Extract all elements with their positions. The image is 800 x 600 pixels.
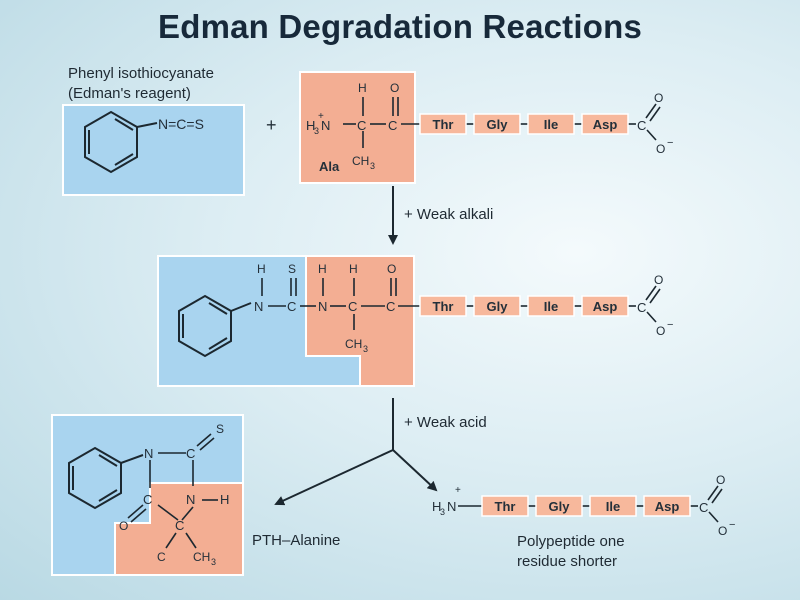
residue-box bbox=[527, 113, 575, 135]
residue-label: Thr bbox=[433, 117, 454, 132]
svg-text:CH: CH bbox=[193, 550, 210, 564]
page-title: Edman Degradation Reactions bbox=[158, 8, 642, 45]
svg-text:C: C bbox=[386, 299, 395, 314]
step1-label: + Weak alkali bbox=[404, 206, 494, 223]
peptide-chain-2: Thr Gly Ile Asp C O O − bbox=[398, 273, 673, 338]
svg-text:C: C bbox=[287, 299, 296, 314]
reagent-box bbox=[62, 104, 245, 196]
residue-box bbox=[589, 495, 637, 517]
svg-text:H: H bbox=[349, 262, 358, 276]
svg-text:H: H bbox=[220, 492, 229, 507]
residue-box bbox=[643, 495, 691, 517]
svg-text:N: N bbox=[321, 118, 330, 133]
svg-text:CH: CH bbox=[352, 154, 369, 168]
svg-text:C: C bbox=[699, 500, 708, 515]
svg-text:O: O bbox=[656, 142, 665, 156]
ptc-peptide-boxes bbox=[157, 255, 415, 387]
svg-text:N: N bbox=[447, 499, 456, 514]
residue-label: Thr bbox=[495, 499, 516, 514]
svg-text:−: − bbox=[667, 319, 673, 331]
svg-text:C: C bbox=[348, 299, 357, 314]
residue-box bbox=[527, 295, 575, 317]
svg-text:N: N bbox=[318, 299, 327, 314]
pth-salmon-region bbox=[114, 482, 244, 576]
svg-text:+: + bbox=[455, 485, 461, 496]
svg-text:C: C bbox=[357, 118, 366, 133]
svg-text:C: C bbox=[157, 550, 166, 564]
svg-text:3: 3 bbox=[211, 557, 216, 567]
residue-box bbox=[581, 295, 629, 317]
svg-text:O: O bbox=[387, 262, 396, 276]
svg-text:O: O bbox=[716, 473, 725, 487]
svg-text:O: O bbox=[718, 524, 727, 538]
svg-text:C: C bbox=[175, 518, 184, 533]
residue-box bbox=[473, 113, 521, 135]
svg-text:3: 3 bbox=[370, 161, 375, 171]
alanine-label: Ala bbox=[319, 159, 340, 174]
residue-label: Asp bbox=[593, 299, 618, 314]
residue-label: Asp bbox=[655, 499, 680, 514]
svg-text:−: − bbox=[729, 519, 735, 531]
residue-box bbox=[481, 495, 529, 517]
svg-text:C: C bbox=[186, 446, 195, 461]
residue-label: Ile bbox=[544, 299, 558, 314]
svg-text:3: 3 bbox=[363, 344, 368, 354]
residue-label: Ile bbox=[606, 499, 620, 514]
residue-label: Thr bbox=[433, 299, 454, 314]
peptide-chain-1: Thr Gly Ile Asp C O O − bbox=[401, 91, 673, 156]
svg-text:H: H bbox=[306, 118, 315, 133]
residue-label: Gly bbox=[487, 299, 509, 314]
residue-label: Gly bbox=[487, 117, 509, 132]
step2-label: + Weak acid bbox=[404, 414, 487, 431]
svg-text:N: N bbox=[144, 446, 153, 461]
residue-box bbox=[419, 295, 467, 317]
residue-box bbox=[535, 495, 583, 517]
residue-label: Asp bbox=[593, 117, 618, 132]
svg-text:O: O bbox=[656, 324, 665, 338]
svg-text:3: 3 bbox=[314, 126, 319, 136]
isothiocyanate-group: N=C=S bbox=[158, 116, 204, 132]
svg-text:CH: CH bbox=[345, 337, 362, 351]
svg-text:+: + bbox=[318, 111, 324, 122]
product-peptide-line2: residue shorter bbox=[517, 553, 618, 570]
reagent-name: Phenyl isothiocyanate bbox=[68, 65, 214, 82]
svg-text:O: O bbox=[119, 519, 128, 533]
svg-text:−: − bbox=[667, 137, 673, 149]
alanine-box bbox=[299, 71, 416, 184]
svg-text:N: N bbox=[254, 299, 263, 314]
ptc-salmon-region bbox=[305, 255, 415, 387]
product-peptide-line1: Polypeptide one bbox=[517, 533, 625, 550]
benzene-ring-icon bbox=[178, 294, 252, 358]
svg-text:S: S bbox=[288, 262, 296, 276]
svg-text:3: 3 bbox=[440, 507, 445, 517]
product-peptide-chain: + H 3 N Thr Gly Ile Asp C O O − bbox=[432, 473, 735, 538]
benzene-ring-icon bbox=[68, 446, 144, 510]
pth-alanine-label: PTH–Alanine bbox=[252, 532, 341, 549]
svg-text:O: O bbox=[654, 273, 663, 287]
residue-label: Gly bbox=[549, 499, 571, 514]
svg-text:H: H bbox=[358, 81, 367, 95]
svg-text:O: O bbox=[654, 91, 663, 105]
svg-text:H: H bbox=[432, 499, 441, 514]
reagent-alias: (Edman's reagent) bbox=[68, 85, 191, 102]
plus-sign: + bbox=[266, 115, 277, 135]
svg-text:O: O bbox=[390, 81, 399, 95]
benzene-ring-icon bbox=[84, 110, 158, 174]
svg-text:H: H bbox=[318, 262, 327, 276]
svg-text:H: H bbox=[257, 262, 266, 276]
svg-text:C: C bbox=[637, 300, 646, 315]
residue-box bbox=[419, 113, 467, 135]
svg-text:S: S bbox=[216, 422, 224, 436]
residue-box bbox=[473, 295, 521, 317]
residue-box bbox=[581, 113, 629, 135]
svg-text:C: C bbox=[388, 118, 397, 133]
svg-text:C: C bbox=[637, 118, 646, 133]
svg-text:C: C bbox=[143, 492, 152, 507]
svg-text:N: N bbox=[186, 492, 195, 507]
step2-arrows bbox=[274, 398, 438, 506]
residue-label: Ile bbox=[544, 117, 558, 132]
